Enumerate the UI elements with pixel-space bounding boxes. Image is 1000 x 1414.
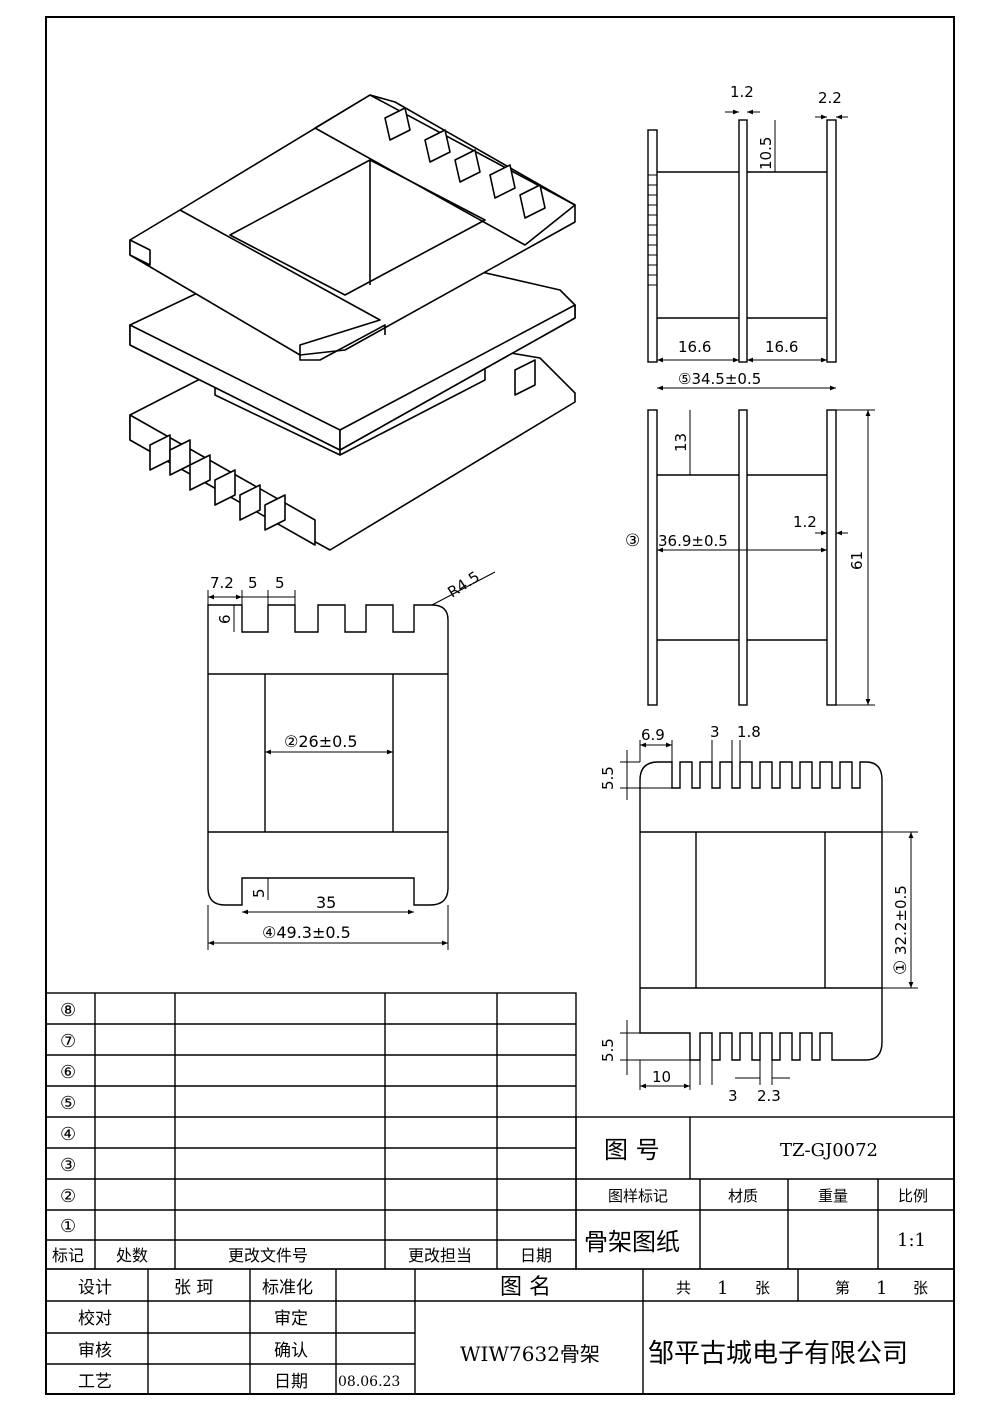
revision-table — [45, 992, 577, 1270]
dim-h13: 13 — [672, 433, 690, 452]
bottom-view — [620, 740, 918, 1090]
dim-h55a: 5.5 — [599, 766, 617, 790]
dim-h5: 5 — [250, 888, 268, 898]
date-value: 08.06.23 — [338, 1374, 400, 1390]
rev-mark: ⑥ — [60, 1062, 76, 1083]
dim-w35: 35 — [316, 893, 336, 912]
dim-left-half: 16.6 — [678, 338, 711, 356]
review-label: 审核 — [78, 1341, 112, 1361]
rev-mark: ② — [60, 1186, 76, 1207]
dim-right-half: 16.6 — [765, 338, 798, 356]
dim-w5b: 5 — [275, 574, 285, 592]
sheet-no: 1 — [876, 1278, 887, 1299]
dim-h6: 6 — [216, 614, 234, 624]
title-name: 骨架图纸 — [584, 1228, 680, 1256]
dim-w10: 10 — [652, 1068, 671, 1086]
date-label: 日期 — [274, 1372, 308, 1392]
dim-t12: 1.2 — [793, 513, 817, 531]
dim-bottom-height: 32.2±0.5 — [892, 885, 910, 955]
dim-w69: 6.9 — [641, 726, 665, 744]
dim-inner: ②26±0.5 — [284, 732, 358, 751]
side-view-top — [647, 109, 848, 391]
design-label: 设计 — [78, 1278, 112, 1298]
sheet-label: 第 — [835, 1279, 850, 1297]
sheet-unit: 张 — [755, 1279, 770, 1297]
dim-h61: 61 — [848, 551, 866, 570]
rev-header-date: 日期 — [520, 1246, 552, 1265]
dim-top-total: ⑤34.5±0.5 — [678, 370, 761, 388]
dim-front-total: ④49.3±0.5 — [262, 923, 351, 942]
total-label: 共 — [676, 1279, 691, 1297]
name-label: 图 名 — [500, 1275, 551, 1300]
dim-w3: 3 — [710, 723, 720, 741]
dim-w3b: 3 — [728, 1087, 738, 1105]
dim-height-mark: ① — [891, 960, 911, 975]
rev-header-owner: 更改担当 — [408, 1246, 472, 1265]
rev-header-mark: 标记 — [52, 1246, 84, 1265]
dim-wall: 1.2 — [730, 83, 754, 101]
scale-label: 比例 — [898, 1187, 928, 1205]
rev-mark: ⑤ — [60, 1093, 76, 1114]
part-name: WIW7632骨架 — [460, 1342, 600, 1366]
sample-mark-label: 图样标记 — [608, 1187, 668, 1205]
side-view-middle — [647, 409, 875, 706]
approve-label: 审定 — [274, 1309, 308, 1329]
dim-w72: 7.2 — [210, 574, 234, 592]
standard-label: 标准化 — [262, 1278, 313, 1298]
dim-h55b: 5.5 — [599, 1038, 617, 1062]
dim-slot-mark: ③ — [625, 531, 640, 551]
dim-height: 10.5 — [757, 137, 775, 170]
sheet-unit2: 张 — [913, 1279, 928, 1297]
total-sheets: 1 — [717, 1278, 728, 1299]
isometric-view — [129, 94, 576, 551]
rev-header-count: 处数 — [116, 1246, 148, 1265]
check-label: 校对 — [78, 1309, 112, 1329]
confirm-label: 确认 — [274, 1341, 308, 1361]
process-label: 工艺 — [78, 1372, 112, 1392]
company-name: 邹平古城电子有限公司 — [648, 1339, 908, 1369]
rev-mark: ③ — [60, 1155, 76, 1176]
dim-w23: 2.3 — [757, 1087, 781, 1105]
dim-r45: R4.5 — [444, 568, 483, 602]
scale-value: 1:1 — [897, 1230, 926, 1251]
drawing-no-label: 图 号 — [604, 1136, 660, 1164]
drawing-no: TZ-GJ0072 — [780, 1140, 878, 1161]
revision-marks: ⑧ ⑦ ⑥ ⑤ ④ ③ ② ① — [60, 1000, 76, 1237]
front-view — [207, 571, 496, 950]
material-label: 材质 — [728, 1187, 758, 1205]
dim-flange: 2.2 — [818, 89, 842, 107]
rev-mark: ④ — [60, 1124, 76, 1145]
dim-slot-width: 36.9±0.5 — [658, 532, 728, 550]
designer: 张 珂 — [174, 1278, 213, 1298]
title-block-grid — [45, 1116, 955, 1395]
rev-mark: ⑦ — [60, 1031, 76, 1052]
rev-mark: ① — [60, 1216, 76, 1237]
dim-w18: 1.8 — [737, 723, 761, 741]
rev-mark: ⑧ — [60, 1000, 76, 1021]
rev-header-docno: 更改文件号 — [228, 1246, 308, 1265]
weight-label: 重量 — [818, 1187, 848, 1205]
dim-w5a: 5 — [248, 574, 258, 592]
